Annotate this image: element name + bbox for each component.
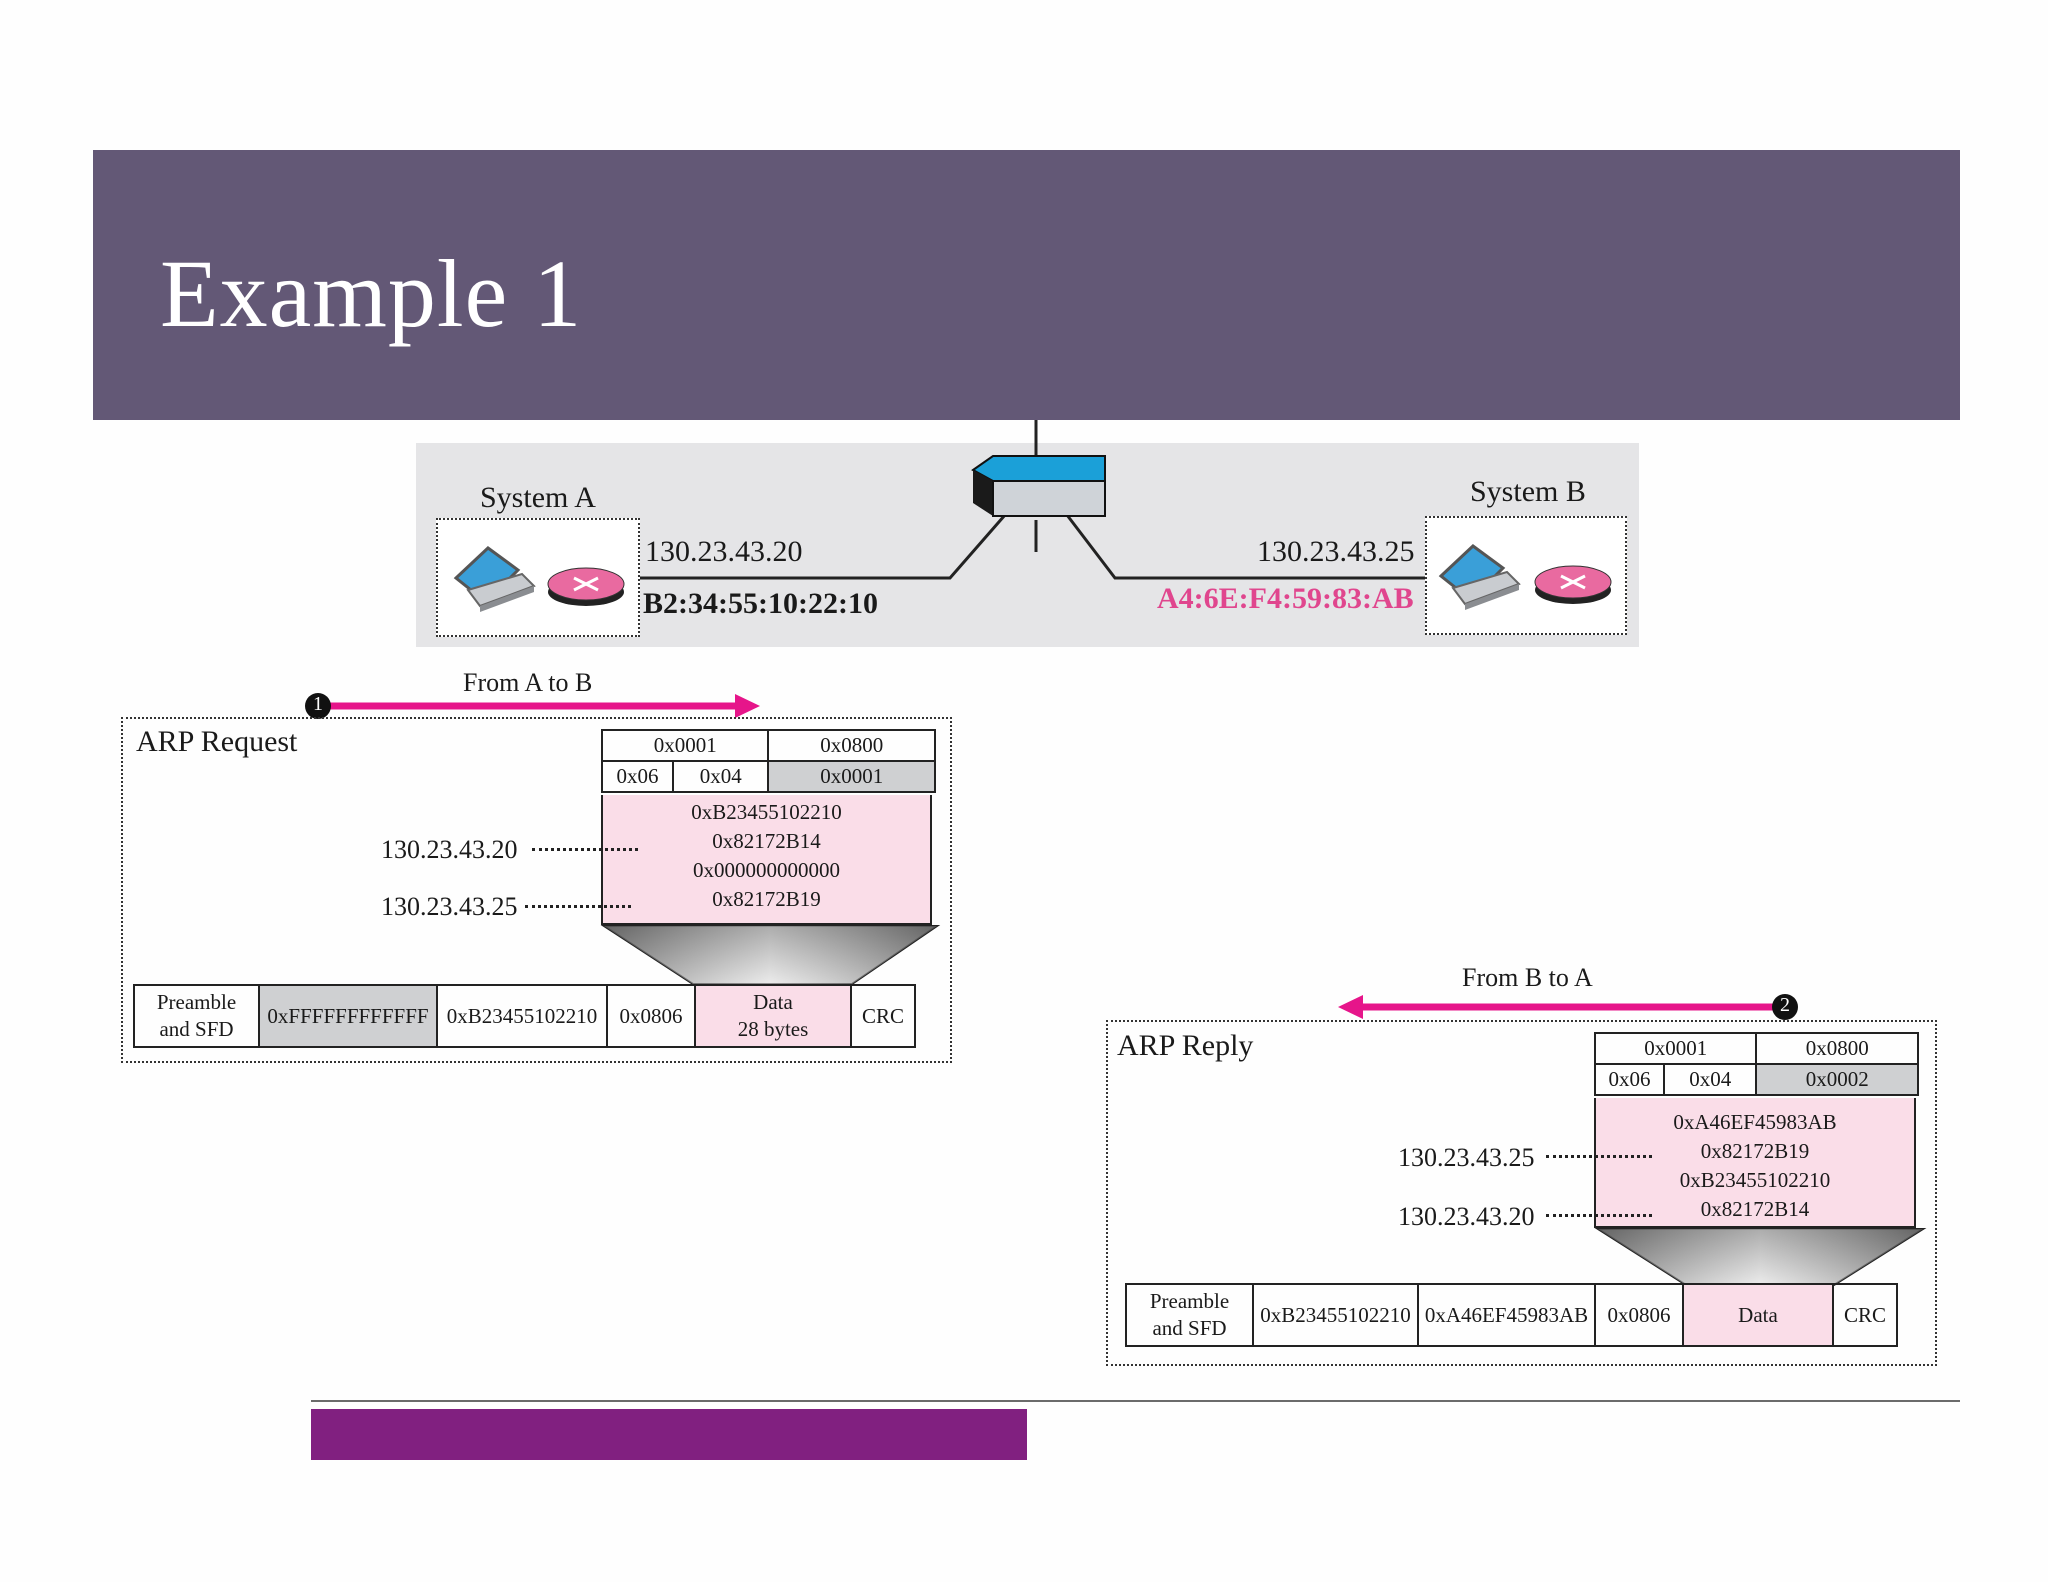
hw-type: 0x0001	[600, 729, 770, 762]
reply-header-table: 0x0001 0x0800 0x06 0x04 0x0002	[1593, 1032, 1919, 1096]
target-mac: 0x000000000000	[693, 858, 840, 882]
request-arrow-label: From A to B	[463, 668, 593, 697]
crc-field: CRC	[1832, 1283, 1898, 1347]
footer-line	[311, 1400, 1960, 1402]
target-mac: 0xB23455102210	[1679, 1168, 1831, 1192]
hw-len: 0x06	[1593, 1063, 1666, 1096]
reply-ip-sender: 130.23.43.25	[1398, 1143, 1535, 1172]
router-icon	[1534, 565, 1612, 604]
laptop-icon	[1438, 544, 1521, 610]
system-b-mac: A4:6E:F4:59:83:AB	[1157, 582, 1414, 615]
reply-arrow-label: From B to A	[1462, 963, 1593, 992]
arp-request-label: ARP Request	[136, 725, 298, 758]
src-mac-field: 0xB23455102210	[436, 984, 608, 1048]
sender-ip: 0x82172B19	[1700, 1139, 1810, 1163]
request-dots-2	[525, 905, 631, 908]
proto-len: 0x04	[672, 760, 770, 793]
step-1-badge: 1	[313, 693, 323, 715]
operation: 0x0002	[1755, 1063, 1919, 1096]
hw-type: 0x0001	[1593, 1032, 1758, 1065]
crc-field: CRC	[850, 984, 916, 1048]
request-dots-1	[532, 848, 638, 851]
system-a-label: System A	[480, 481, 596, 514]
target-ip: 0x82172B19	[712, 887, 821, 911]
request-funnel	[600, 925, 941, 985]
sender-mac: 0xB23455102210	[691, 800, 842, 824]
system-a-mac: B2:34:55:10:22:10	[643, 587, 878, 620]
reply-dots-2	[1546, 1214, 1652, 1217]
preamble-field: Preamble and SFD	[133, 984, 260, 1048]
proto-type: 0x0800	[1755, 1032, 1919, 1065]
laptop-icon	[453, 546, 536, 612]
system-a-box	[436, 518, 640, 637]
type-field: 0x0806	[1594, 1283, 1684, 1347]
system-a-ip: 130.23.43.20	[645, 535, 803, 568]
sender-mac: 0xA46EF45983AB	[1673, 1110, 1837, 1134]
request-frame: Preamble and SFD 0xFFFFFFFFFFFF 0xB23455…	[133, 984, 916, 1048]
reply-frame: Preamble and SFD 0xB23455102210 0xA46EF4…	[1125, 1283, 1898, 1347]
data-field: Data	[1682, 1283, 1834, 1347]
slide-title: Example 1	[160, 240, 583, 347]
data-field: Data 28 bytes	[694, 984, 852, 1048]
proto-type: 0x0800	[767, 729, 936, 762]
step-2-badge: 2	[1780, 994, 1790, 1016]
target-ip: 0x82172B14	[1700, 1197, 1810, 1221]
reply-dots-1	[1546, 1155, 1652, 1158]
router-icon	[547, 567, 625, 606]
arp-request-box	[121, 717, 952, 1063]
type-field: 0x0806	[606, 984, 696, 1048]
preamble-field: Preamble and SFD	[1125, 1283, 1254, 1347]
arrow-b-to-a	[1338, 994, 1798, 1020]
request-ip-sender: 130.23.43.20	[381, 835, 518, 864]
proto-len: 0x04	[1663, 1063, 1758, 1096]
system-b-label: System B	[1470, 475, 1586, 508]
system-b-box	[1425, 516, 1627, 635]
request-payload: 0xB23455102210 0x82172B14 0x000000000000…	[601, 795, 932, 925]
title-bar	[93, 150, 1960, 420]
reply-funnel	[1594, 1228, 1927, 1286]
footer-bar	[311, 1409, 1027, 1460]
arp-reply-box	[1106, 1020, 1937, 1366]
src-mac-field: 0xA46EF45983AB	[1417, 1283, 1596, 1347]
request-header-table: 0x0001 0x0800 0x06 0x04 0x0001	[600, 729, 936, 793]
reply-ip-target: 130.23.43.20	[1398, 1202, 1535, 1231]
arp-reply-label: ARP Reply	[1117, 1029, 1254, 1062]
operation: 0x0001	[767, 760, 936, 793]
sender-ip: 0x82172B14	[712, 829, 821, 853]
switch-icon	[971, 455, 1106, 517]
hw-len: 0x06	[600, 760, 675, 793]
dest-mac-field: 0xB23455102210	[1252, 1283, 1419, 1347]
reply-payload: 0xA46EF45983AB 0x82172B19 0xB23455102210…	[1594, 1098, 1916, 1228]
dest-mac-field: 0xFFFFFFFFFFFF	[258, 984, 438, 1048]
request-ip-target: 130.23.43.25	[381, 892, 518, 921]
system-b-ip: 130.23.43.25	[1257, 535, 1415, 568]
arrow-a-to-b	[305, 693, 760, 719]
